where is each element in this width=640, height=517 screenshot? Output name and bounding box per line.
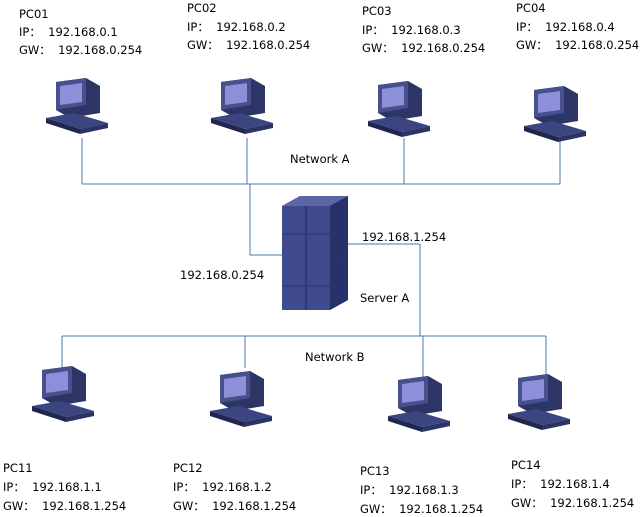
server-icon <box>282 196 348 310</box>
pc-ip: IP： 192.168.1.3 <box>360 483 459 497</box>
pc11-info: PC11 IP： 192.168.1.1 GW： 192.168.1.254 <box>3 461 126 513</box>
pc12-computer-icon <box>210 371 272 427</box>
pc-ip: IP： 192.168.1.4 <box>511 477 610 491</box>
pc12-info: PC12 IP： 192.168.1.2 GW： 192.168.1.254 <box>173 461 296 513</box>
pc-gateway: GW： 192.168.1.254 <box>511 496 634 510</box>
network-a-label: Network A <box>290 152 350 166</box>
pc-gateway: GW： 192.168.0.254 <box>19 43 142 57</box>
pc-ip: IP： 192.168.0.3 <box>362 23 461 37</box>
pc-gateway: GW： 192.168.1.254 <box>173 499 296 513</box>
pc14-computer-icon <box>508 374 570 430</box>
server-label: Server A <box>360 291 409 305</box>
network-a-wires <box>81 138 561 256</box>
pc04-computer-icon <box>524 86 586 142</box>
pc-name: PC11 <box>3 461 33 475</box>
pc-ip: IP： 192.168.0.1 <box>19 25 118 39</box>
pc-ip: IP： 192.168.0.2 <box>187 20 286 34</box>
pc-ip: IP： 192.168.0.4 <box>516 20 615 34</box>
pc04-info: PC04 IP： 192.168.0.4 GW： 192.168.0.254 <box>516 1 639 52</box>
server-ip-network-b: 192.168.1.254 <box>362 230 446 244</box>
pc-name: PC04 <box>516 1 546 15</box>
network-b-wires <box>61 243 547 380</box>
pc11-computer-icon <box>32 366 94 422</box>
pc-gateway: GW： 192.168.0.254 <box>187 38 310 52</box>
pc03-info: PC03 IP： 192.168.0.3 GW： 192.168.0.254 <box>362 4 485 55</box>
pc-name: PC14 <box>511 458 541 472</box>
server-ip-network-a: 192.168.0.254 <box>180 268 264 282</box>
pc-name: PC02 <box>187 1 217 15</box>
pc-ip: IP： 192.168.1.2 <box>173 480 272 494</box>
pc-gateway: GW： 192.168.1.254 <box>3 499 126 513</box>
pc-gateway: GW： 192.168.0.254 <box>362 41 485 55</box>
pc01-info: PC01 IP： 192.168.0.1 GW： 192.168.0.254 <box>19 7 142 57</box>
pc03-computer-icon <box>368 81 430 137</box>
pc-gateway: GW： 192.168.1.254 <box>360 502 483 516</box>
pc-ip: IP： 192.168.1.1 <box>3 480 102 494</box>
pc-name: PC12 <box>173 461 203 475</box>
pc-name: PC03 <box>362 4 392 18</box>
pc-name: PC01 <box>19 7 49 21</box>
pc13-info: PC13 IP： 192.168.1.3 GW： 192.168.1.254 <box>360 464 483 516</box>
pc-name: PC13 <box>360 464 390 478</box>
pc02-info: PC02 IP： 192.168.0.2 GW： 192.168.0.254 <box>187 1 310 52</box>
network-b-label: Network B <box>305 350 365 364</box>
pc01-computer-icon <box>46 78 108 134</box>
pc13-computer-icon <box>388 376 450 432</box>
pc02-computer-icon <box>211 78 273 134</box>
pc-gateway: GW： 192.168.0.254 <box>516 38 639 52</box>
pc14-info: PC14 IP： 192.168.1.4 GW： 192.168.1.254 <box>511 458 634 510</box>
